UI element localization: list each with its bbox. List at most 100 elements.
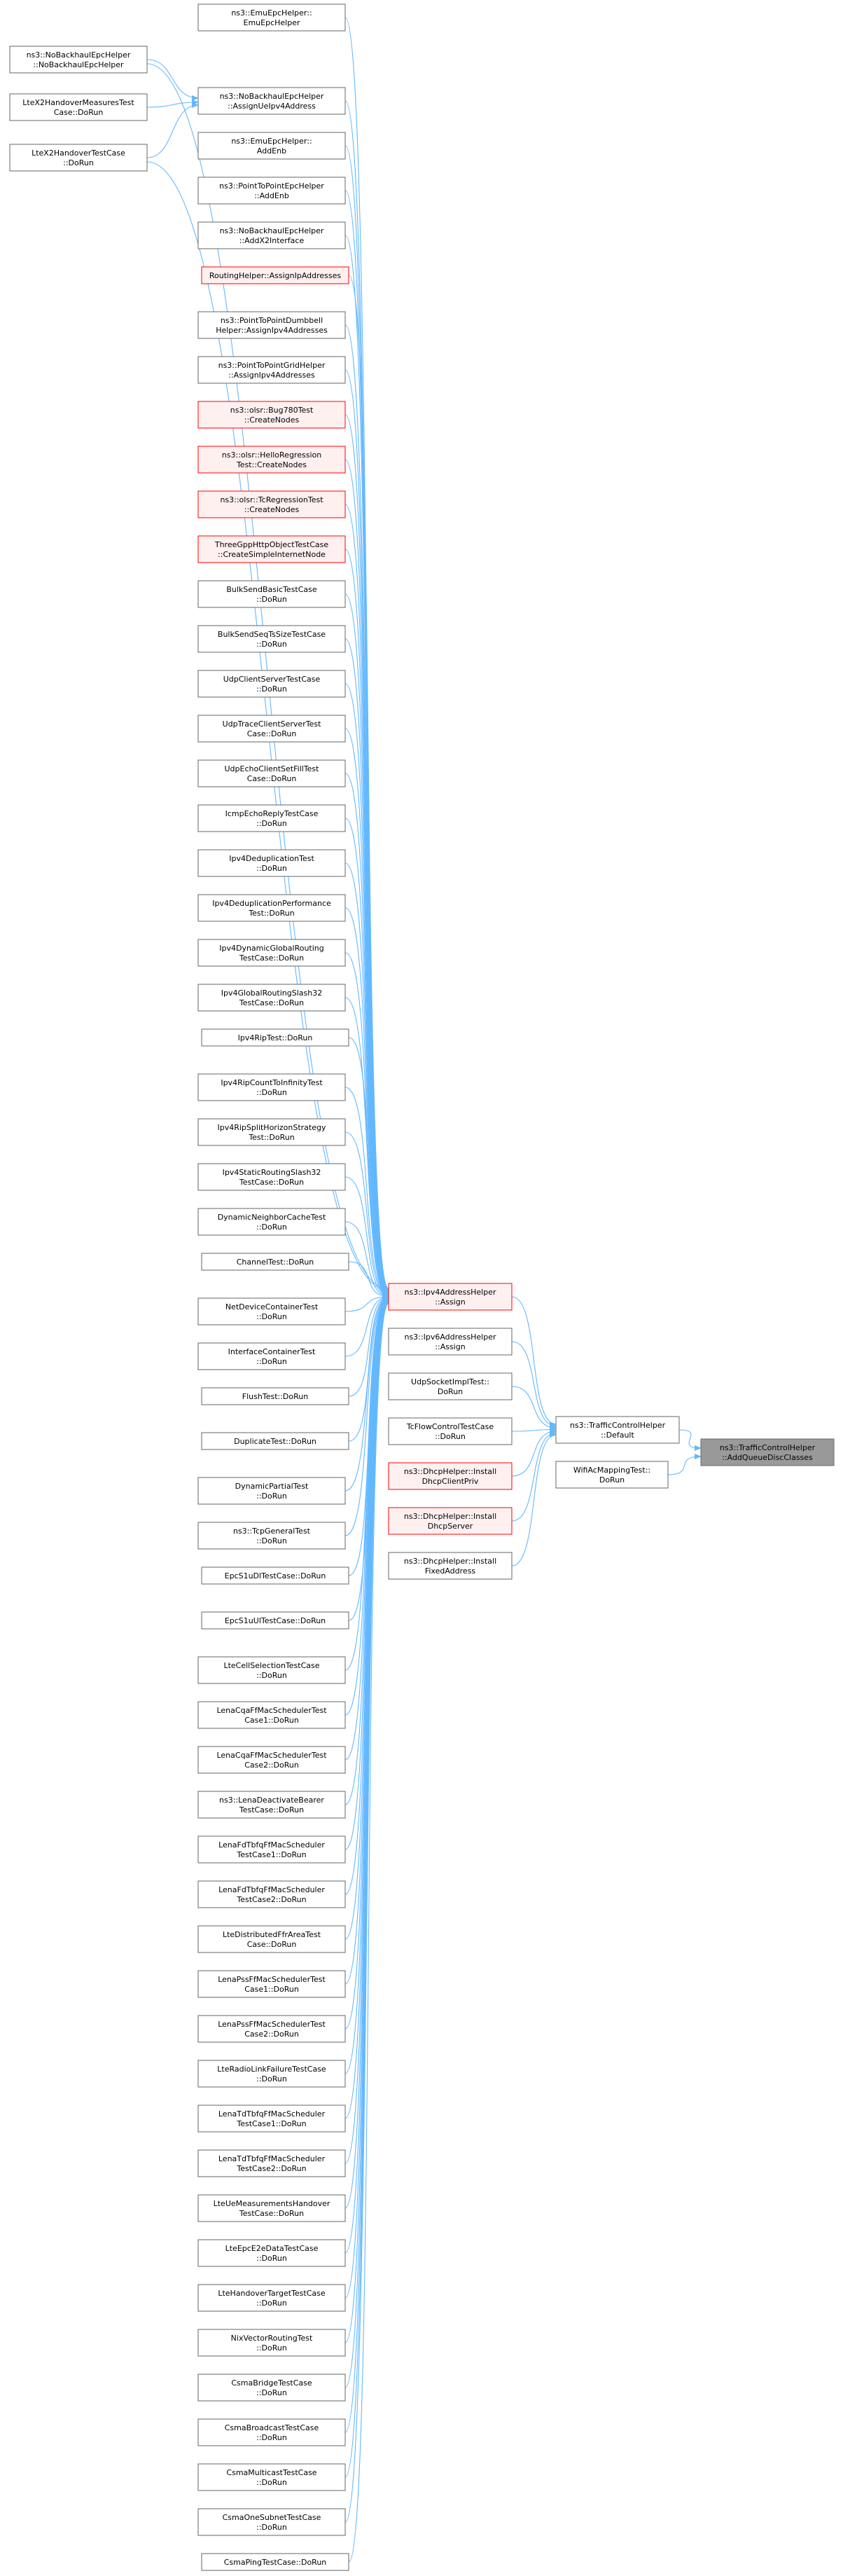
- node-tcflowcontroltestcase-dorun[interactable]: TcFlowControlTestCase::DoRun: [388, 1417, 513, 1445]
- node-ns3-trafficcontrolhelper-default[interactable]: ns3::TrafficControlHelper::Default: [555, 1416, 680, 1444]
- node-box: [197, 1208, 346, 1236]
- node-udpclientservertestcase-dorun[interactable]: UdpClientServerTestCase::DoRun: [197, 670, 346, 698]
- node-dynamicneighborcachetest-dorun[interactable]: DynamicNeighborCacheTest::DoRun: [197, 1208, 346, 1236]
- node-label-line: Ipv4StaticRoutingSlash32: [223, 1168, 321, 1177]
- node-netdevicecontainertest-dorun[interactable]: NetDeviceContainerTest::DoRun: [197, 1297, 346, 1325]
- node-bulksendbasictestcase-dorun[interactable]: BulkSendBasicTestCase::DoRun: [197, 580, 346, 608]
- node-ns3-nobackhaulepchelper-nobackhaulepchelper[interactable]: ns3::NoBackhaulEpcHelper::NoBackhaulEpcH…: [9, 46, 148, 74]
- node-csmamulticasttestcase-dorun[interactable]: CsmaMulticastTestCase::DoRun: [197, 2463, 346, 2491]
- node-label-line: TestCase::DoRun: [239, 998, 304, 1007]
- node-threegpphttpobjecttestcase-createsimpleinternetnode[interactable]: ThreeGppHttpObjectTestCase::CreateSimple…: [197, 535, 346, 563]
- node-ltehandovertargettestcase-dorun[interactable]: LteHandoverTargetTestCase::DoRun: [197, 2284, 346, 2312]
- node-box: [197, 849, 346, 877]
- edge-caller-to-ipv4-assign: [344, 1176, 389, 1299]
- node-epcs1udltestcase-dorun[interactable]: EpcS1uDlTestCase::DoRun: [201, 1566, 349, 1585]
- node-label-line: DynamicNeighborCacheTest: [218, 1213, 326, 1222]
- edge-caller-to-ipv4-assign: [344, 1293, 389, 1312]
- node-ltex2handovertestcase-dorun[interactable]: LteX2HandoverTestCase::DoRun: [9, 144, 148, 172]
- node-flushtest-dorun[interactable]: FlushTest::DoRun: [201, 1387, 349, 1405]
- node-ns3-tcpgeneraltest-dorun[interactable]: ns3::TcpGeneralTest::DoRun: [197, 1522, 346, 1550]
- node-label-line: LenaFdTbfqFfMacScheduler: [218, 1840, 325, 1850]
- node-ns3-nobackhaulepchelper-addx2interface[interactable]: ns3::NoBackhaulEpcHelper::AddX2Interface: [197, 221, 346, 249]
- node-ns3-olsr-bug780test-createnodes[interactable]: ns3::olsr::Bug780Test::CreateNodes: [197, 401, 346, 429]
- node-epcs1uultestcase-dorun[interactable]: EpcS1uUlTestCase::DoRun: [201, 1611, 349, 1630]
- node-ns3-emuepchelper-addenb[interactable]: ns3::EmuEpcHelper::AddEnb: [197, 132, 346, 160]
- node-label-line: Case::DoRun: [54, 108, 104, 117]
- edge-caller-to-ipv4-assign: [344, 1294, 389, 1357]
- node-lteradiolinkfailuretestcase-dorun[interactable]: LteRadioLinkFailureTestCase::DoRun: [197, 2060, 346, 2088]
- node-interfacecontainertest-dorun[interactable]: InterfaceContainerTest::DoRun: [197, 1342, 346, 1370]
- node-label-line: UdpSocketImplTest::: [411, 1377, 489, 1386]
- node-ltecellselectiontestcase-dorun[interactable]: LteCellSelectionTestCase::DoRun: [197, 1656, 346, 1684]
- node-ipv4deduplicationtest-dorun[interactable]: Ipv4DeduplicationTest::DoRun: [197, 849, 346, 877]
- edge-caller-to-ipv4-assign: [344, 1300, 389, 2523]
- node-udpsocketimpltest-dorun[interactable]: UdpSocketImplTest::DoRun: [388, 1372, 513, 1400]
- node-csmabridgetestcase-dorun[interactable]: CsmaBridgeTestCase::DoRun: [197, 2374, 346, 2402]
- node-box: [201, 1028, 349, 1047]
- node-ns3-pointtopointepchelper-addenb[interactable]: ns3::PointToPointEpcHelper::AddEnb: [197, 177, 346, 205]
- node-box: [201, 1611, 349, 1630]
- node-box: [197, 4, 346, 32]
- node-dynamicpartialtest-dorun[interactable]: DynamicPartialTest::DoRun: [197, 1477, 346, 1505]
- node-ns3-pointtopointgridhelper-assignipv4addresses[interactable]: ns3::PointToPointGridHelper::AssignIpv4A…: [197, 356, 346, 384]
- node-label-line: LenaPssFfMacSchedulerTest: [218, 2020, 326, 2029]
- node-label-line: ::DoRun: [256, 1088, 287, 1097]
- node-label-line: Case1::DoRun: [244, 1985, 299, 1994]
- node-csmabroadcasttestcase-dorun[interactable]: CsmaBroadcastTestCase::DoRun: [197, 2418, 346, 2446]
- node-routinghelper-assignipaddresses[interactable]: RoutingHelper::AssignIpAddresses: [201, 266, 349, 284]
- node-ns3-trafficcontrolhelper-addqueuediscclasses[interactable]: ns3::TrafficControlHelper::AddQueueDiscC…: [700, 1438, 835, 1466]
- edge-x2m-to-assignue: [146, 99, 199, 108]
- node-nixvectorroutingtest-dorun[interactable]: NixVectorRoutingTest::DoRun: [197, 2329, 346, 2357]
- node-box: [197, 1342, 346, 1370]
- node-ns3-olsr-tcregressiontest-createnodes[interactable]: ns3::olsr::TcRegressionTest::CreateNodes: [197, 490, 346, 518]
- node-ns3-emuepchelper-emuepchelper[interactable]: ns3::EmuEpcHelper::EmuEpcHelper: [197, 4, 346, 32]
- node-box: [197, 2463, 346, 2491]
- node-box: [197, 1701, 346, 1729]
- node-channeltest-dorun[interactable]: ChannelTest::DoRun: [201, 1253, 349, 1271]
- node-label-line: DhcpServer: [428, 1522, 473, 1531]
- node-box: [197, 535, 346, 563]
- node-ns3-pointtopointdumbbell-helper-assignipv4addresses[interactable]: ns3::PointToPointDumbbellHelper::AssignI…: [197, 311, 346, 339]
- node-lteepce2edatatestcase-dorun[interactable]: LteEpcE2eDataTestCase::DoRun: [197, 2239, 346, 2267]
- node-wifiacmappingtest-dorun[interactable]: WifiAcMappingTest::DoRun: [555, 1461, 669, 1489]
- node-csmapingtestcase-dorun[interactable]: CsmaPingTestCase::DoRun: [201, 2553, 349, 2571]
- node-ns3-ipv4addresshelper-assign[interactable]: ns3::Ipv4AddressHelper::Assign: [388, 1283, 513, 1311]
- node-ns3-ipv6addresshelper-assign[interactable]: ns3::Ipv6AddressHelper::Assign: [388, 1328, 513, 1356]
- node-label-line: DhcpClientPriv: [422, 1477, 479, 1486]
- node-ns3-olsr-helloregression-test-createnodes[interactable]: ns3::olsr::HelloRegressionTest::CreateNo…: [197, 446, 346, 474]
- node-duplicatetest-dorun[interactable]: DuplicateTest::DoRun: [201, 1432, 349, 1450]
- node-csmaonesubnettestcase-dorun[interactable]: CsmaOneSubnetTestCase::DoRun: [197, 2508, 346, 2536]
- node-box: [197, 1925, 346, 1953]
- node-ns3-nobackhaulepchelper-assignueipv4address[interactable]: ns3::NoBackhaulEpcHelper::AssignUeIpv4Ad…: [197, 87, 346, 115]
- node-label-line: TestCase2::DoRun: [236, 2164, 306, 2173]
- node-label-line: ::DoRun: [256, 2478, 287, 2487]
- node-bulksendseqtssizetestcase-dorun[interactable]: BulkSendSeqTsSizeTestCase::DoRun: [197, 625, 346, 653]
- node-ipv4ripcounttoinfinitytest-dorun[interactable]: Ipv4RipCountToInfinityTest::DoRun: [197, 1073, 346, 1101]
- node-box: [9, 46, 148, 74]
- node-ipv4riptest-dorun[interactable]: Ipv4RipTest::DoRun: [201, 1028, 349, 1047]
- node-label-line: Case2::DoRun: [244, 2030, 299, 2039]
- node-icmpechoreplytestcase-dorun[interactable]: IcmpEchoReplyTestCase::DoRun: [197, 804, 346, 832]
